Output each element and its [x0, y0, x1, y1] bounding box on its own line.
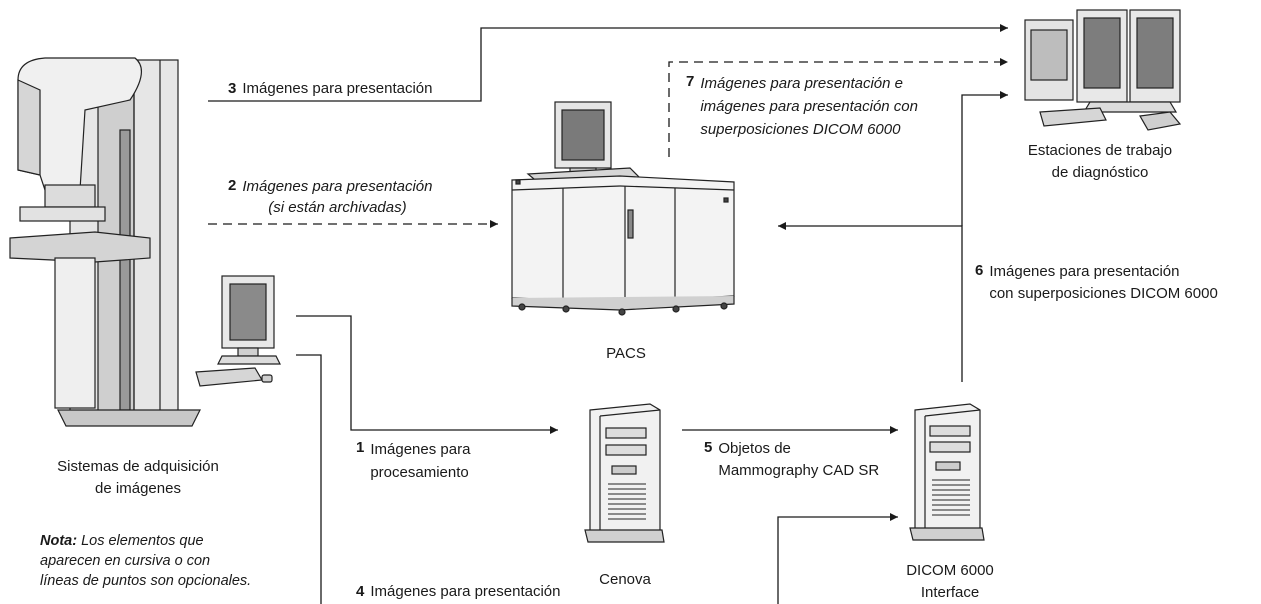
flow-7-text: Imágenes para presentación e imágenes pa… — [700, 75, 918, 138]
note-text: Los elementos que aparecen en cursiva o … — [40, 533, 252, 589]
mammography-unit-icon — [9, 57, 201, 427]
workstations-icon — [1024, 9, 1182, 131]
dicom6000-label: DICOM 6000 Interface — [906, 562, 994, 601]
flow-4-number: 4 — [356, 583, 365, 600]
flow-6-connector-workstations — [961, 91, 1008, 226]
flow-6-connector-pacs — [778, 222, 963, 382]
cenova-label: Cenova — [599, 571, 651, 588]
flow-3-connector — [208, 24, 1008, 102]
acquisition-label: Sistemas de adquisición de imágenes — [57, 458, 219, 497]
flow-3-text: Imágenes para presentación — [242, 80, 433, 97]
workstations-label: Estaciones de trabajo de diagnóstico — [1027, 142, 1173, 181]
cenova-server-icon — [584, 403, 665, 543]
flow-4-connector-target — [777, 513, 898, 604]
optional-note: Nota: Los elementos que aparecen en curs… — [40, 531, 251, 591]
flow-4-text: Imágenes para presentación — [370, 583, 561, 600]
flow-5-text: Objetos de Mammography CAD SR — [718, 440, 880, 479]
flow-7-label: 7 Imágenes para presentación e imágenes p… — [686, 72, 918, 141]
flow-2-text: Imágenes para presentación (si están arc… — [242, 178, 433, 216]
flow-4-connector — [296, 354, 322, 604]
flow-6-text: Imágenes para presentación con superposi… — [989, 263, 1218, 302]
flow-2-label: 2 Imágenes para presentación (si están ar… — [228, 176, 432, 218]
note-label: Nota: — [40, 533, 78, 549]
pacs-label: PACS — [606, 345, 646, 362]
flow-3-number: 3 — [228, 80, 237, 97]
flow-5-label: 5 Objetos de Mammography CAD SR — [704, 438, 879, 482]
flow-7-number: 7 — [686, 73, 695, 90]
flow-5-number: 5 — [704, 439, 713, 456]
flow-4-label: 4 Imágenes para presentación — [356, 582, 560, 601]
flow-6-label: 6 Imágenes para presentación con superpos… — [975, 261, 1218, 305]
flow-1-label: 1 Imágenes para procesamiento — [356, 438, 470, 484]
flow-2-number: 2 — [228, 177, 237, 194]
flow-1-connector — [296, 315, 558, 434]
pacs-server-icon — [511, 101, 735, 316]
flow-3-label: 3 Imágenes para presentación — [228, 79, 432, 98]
flow-1-number: 1 — [356, 439, 365, 456]
flow-1-text: Imágenes para procesamiento — [370, 441, 471, 481]
flow-6-number: 6 — [975, 262, 984, 279]
flow-7-connector — [668, 58, 1008, 157]
acquisition-monitor-icon — [195, 275, 281, 387]
dicom6000-server-icon — [909, 403, 985, 541]
